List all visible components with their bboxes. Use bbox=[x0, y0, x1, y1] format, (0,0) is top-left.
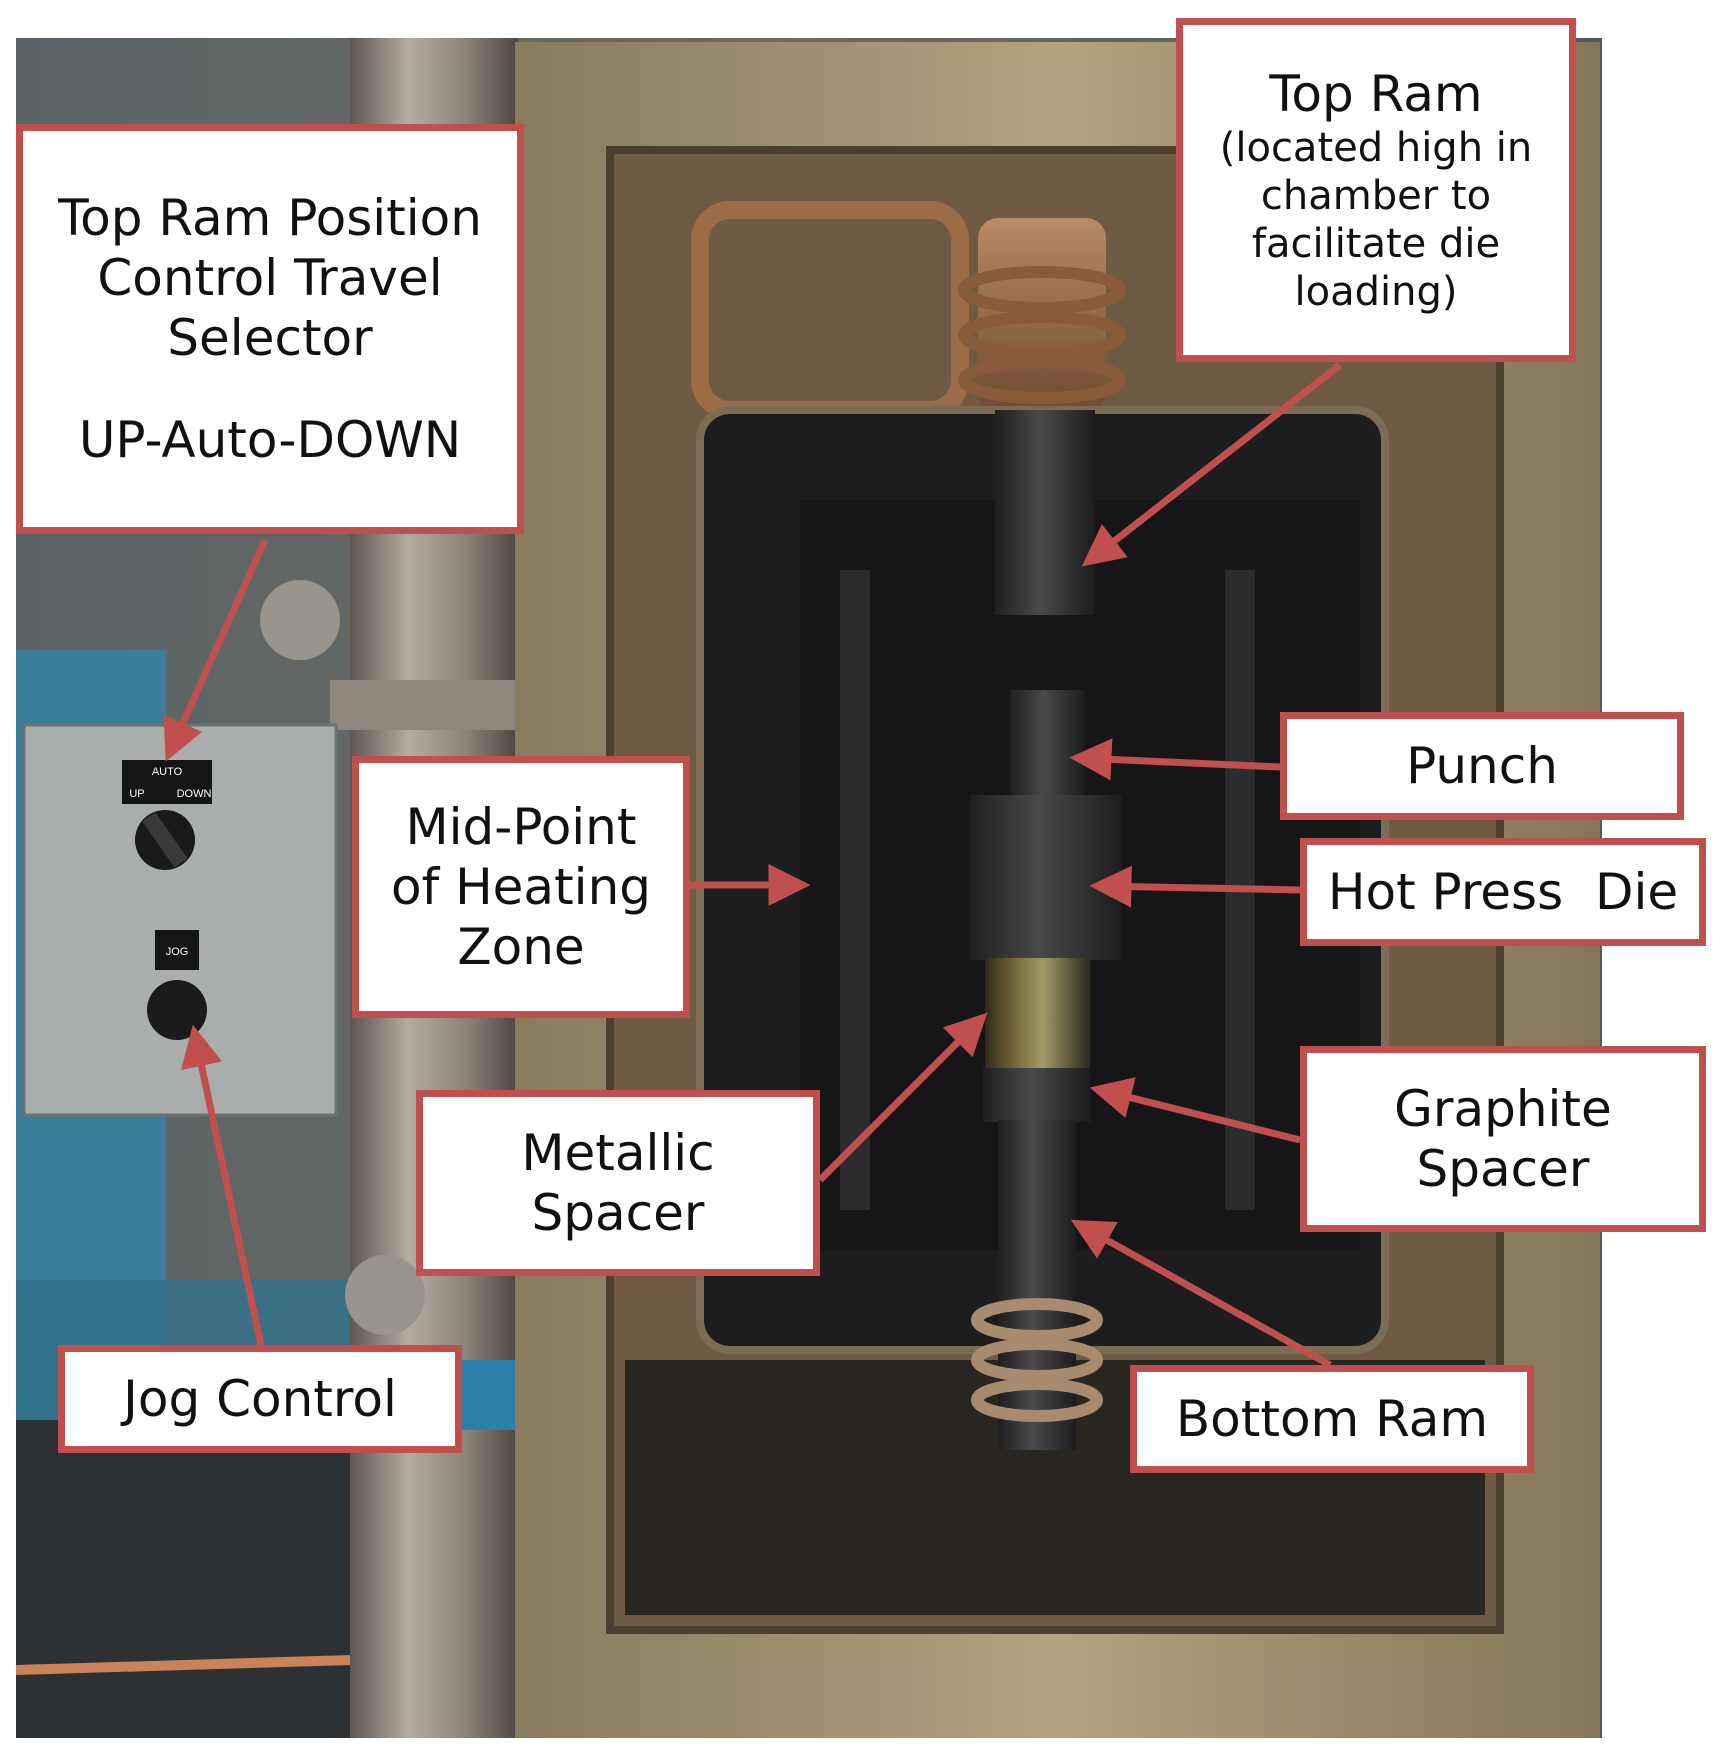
jog-label: JOG bbox=[166, 946, 189, 958]
jog-button bbox=[147, 980, 207, 1040]
bottom-coil-ring-3 bbox=[971, 1378, 1103, 1422]
callout-metallic-spacer-line1: Metallic bbox=[521, 1124, 715, 1182]
hot-press-die-shape bbox=[970, 795, 1122, 960]
arrow-top-ram bbox=[1081, 362, 1343, 567]
callout-top-ram-line1: (located high in bbox=[1219, 125, 1533, 171]
bottom-coil-ring-2 bbox=[971, 1338, 1103, 1382]
selector-up-label: UP bbox=[129, 788, 144, 800]
callout-metallic-spacer: Metallic Spacer bbox=[416, 1090, 820, 1276]
callout-hot-press-die: Hot Press Die bbox=[1300, 838, 1706, 946]
callout-punch: Punch bbox=[1280, 712, 1684, 820]
arrow-punch bbox=[1069, 738, 1281, 781]
arrow-graphite-spacer bbox=[1089, 1077, 1301, 1144]
callout-mid-point: Mid-Point of Heating Zone bbox=[352, 756, 690, 1018]
arrow-hot-press-die bbox=[1089, 865, 1301, 908]
arrow-bottom-ram bbox=[1070, 1219, 1332, 1369]
adjust-knob-lower bbox=[345, 1255, 425, 1335]
coil-ring-2 bbox=[958, 311, 1126, 359]
callout-jog-control-text: Jog Control bbox=[123, 1370, 397, 1428]
jog-label-plate bbox=[155, 930, 199, 970]
selector-down-label: DOWN bbox=[177, 788, 212, 800]
callout-top-ram-title: Top Ram bbox=[1269, 65, 1483, 123]
callout-top-ram-position-line4: UP-Auto-DOWN bbox=[78, 411, 462, 469]
callout-metallic-spacer-line2: Spacer bbox=[531, 1184, 705, 1242]
arrow-metallic-spacer bbox=[817, 1012, 988, 1183]
callout-top-ram: Top Ram (located high in chamber to faci… bbox=[1176, 18, 1576, 362]
coil-ring-1 bbox=[958, 266, 1126, 314]
callout-top-ram-line3: facilitate die bbox=[1251, 221, 1501, 267]
arrow-jog-control bbox=[181, 1024, 266, 1351]
callout-top-ram-position-line2: Control Travel bbox=[97, 249, 443, 307]
metallic-spacer-shape bbox=[985, 958, 1090, 1068]
bottom-coil-ring-1 bbox=[971, 1298, 1103, 1342]
arrow-top-ram-position bbox=[163, 538, 269, 762]
bottom-ram bbox=[998, 1120, 1076, 1450]
callout-mid-point-line2: of Heating bbox=[390, 858, 651, 916]
callout-arrows bbox=[163, 362, 1343, 1369]
callout-mid-point-line3: Zone bbox=[457, 918, 585, 976]
selector-auto-label: AUTO bbox=[152, 766, 183, 778]
heating-element-left bbox=[840, 570, 870, 1210]
top-ram bbox=[995, 410, 1095, 615]
callout-top-ram-line2: chamber to bbox=[1260, 173, 1492, 219]
callout-graphite-spacer-line1: Graphite bbox=[1394, 1080, 1612, 1138]
callout-top-ram-position-line1: Top Ram Position bbox=[58, 189, 482, 247]
graphite-spacer-shape bbox=[983, 1068, 1091, 1122]
callout-jog-control: Jog Control bbox=[58, 1345, 462, 1453]
callout-graphite-spacer-line2: Spacer bbox=[1416, 1140, 1590, 1198]
callout-mid-point-line1: Mid-Point bbox=[405, 798, 637, 856]
callout-bottom-ram-text: Bottom Ram bbox=[1175, 1390, 1489, 1448]
callout-graphite-spacer: Graphite Spacer bbox=[1300, 1046, 1706, 1232]
callout-hot-press-die-text: Hot Press Die bbox=[1327, 863, 1679, 921]
callout-top-ram-position-line3: Selector bbox=[167, 309, 373, 367]
travel-selector-handle bbox=[142, 812, 188, 868]
callout-top-ram-position: Top Ram Position Control Travel Selector… bbox=[16, 124, 524, 534]
punch-shape bbox=[1010, 690, 1085, 800]
callout-punch-text: Punch bbox=[1406, 737, 1558, 795]
adjust-knob-upper bbox=[260, 580, 340, 660]
coil-ring-3 bbox=[958, 356, 1126, 404]
pole-clamp bbox=[330, 680, 530, 730]
selector-label-plate bbox=[122, 760, 212, 804]
callout-top-ram-line4: loading) bbox=[1294, 269, 1458, 315]
callout-bottom-ram: Bottom Ram bbox=[1130, 1365, 1534, 1473]
